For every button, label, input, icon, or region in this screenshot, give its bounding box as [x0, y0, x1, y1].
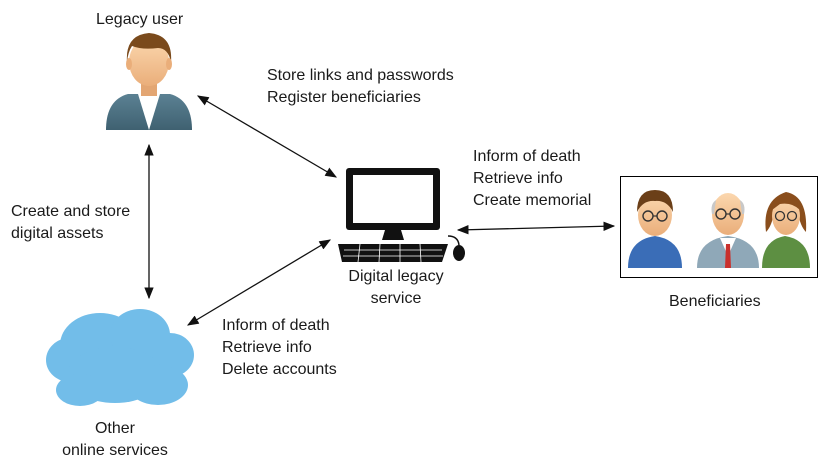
computer-icon: [338, 168, 465, 263]
other-services-label: Other online services: [45, 418, 185, 462]
arrow-service-beneficiaries: [456, 221, 616, 235]
edge-service-beneficiaries-label: Inform of death Retrieve info Create mem…: [473, 146, 591, 212]
edge-label-line: Create and store: [11, 203, 131, 220]
edge-label-line: Store links and passwords: [267, 67, 454, 84]
beneficiaries-box: [620, 176, 818, 278]
cloud-icon: [46, 309, 194, 406]
edge-label-line: Delete accounts: [222, 361, 337, 378]
service-label-line: Digital legacy: [348, 268, 444, 285]
edge-label-line: Retrieve info: [473, 170, 563, 187]
edge-label-line: Retrieve info: [222, 339, 312, 356]
edge-user-other-label: Create and store digital assets: [11, 201, 130, 245]
service-label-line: service: [370, 290, 422, 307]
edge-user-service-label: Store links and passwords Register benef…: [267, 65, 454, 109]
edge-label-line: Create memorial: [473, 192, 592, 209]
edge-label-line: Inform of death: [473, 148, 581, 165]
service-label: Digital legacy service: [326, 266, 466, 310]
edge-service-other-label: Inform of death Retrieve info Delete acc…: [222, 315, 337, 381]
edge-label-line: digital assets: [11, 225, 104, 242]
edge-label-line: Register beneficiaries: [267, 89, 421, 106]
other-services-label-line: Other: [94, 420, 135, 437]
people-group-icon: [628, 190, 810, 268]
arrow-user-service: [196, 95, 338, 178]
beneficiaries-label: Beneficiaries: [669, 293, 761, 310]
edge-label-line: Inform of death: [222, 317, 330, 334]
person-icon: [106, 33, 192, 130]
other-services-label-line: online services: [62, 442, 168, 459]
legacy-user-label: Legacy user: [96, 11, 184, 28]
arrow-service-other: [186, 239, 332, 326]
